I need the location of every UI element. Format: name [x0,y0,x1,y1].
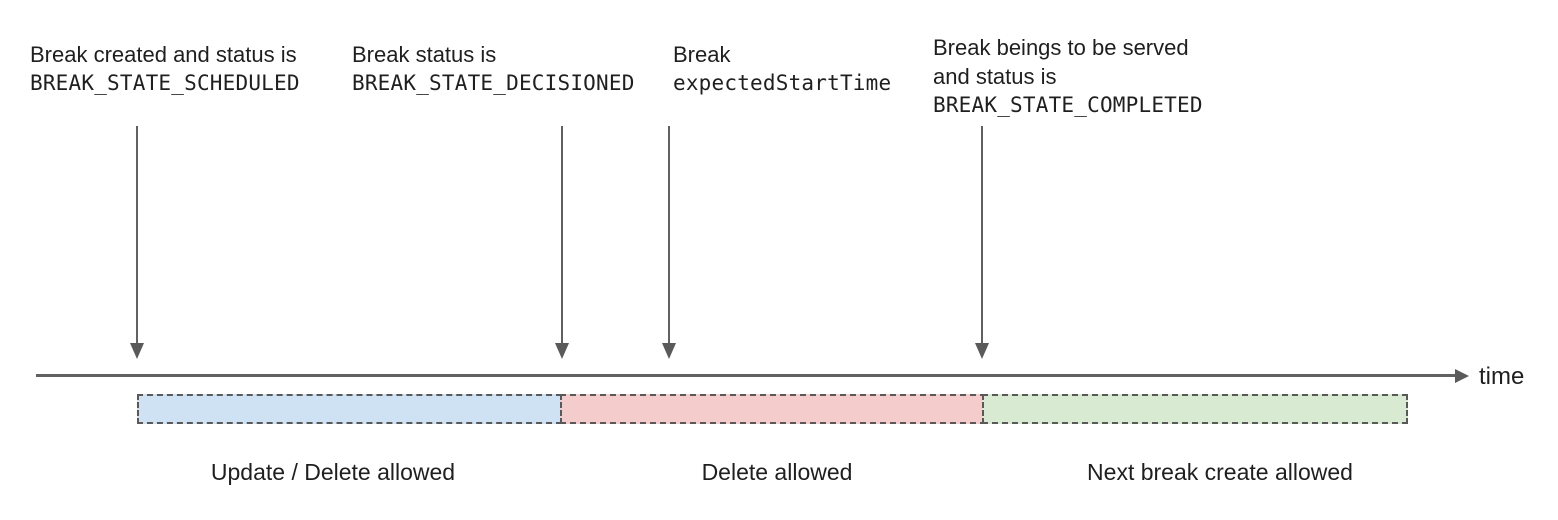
annotation-text: Break created and status is [30,42,297,67]
annotation-expected-start-time: Break expectedStartTime [673,40,891,98]
annotation-state-code: BREAK_STATE_DECISIONED [352,71,635,95]
down-arrow-scheduled [130,126,144,359]
time-axis-arrowhead-icon [1455,369,1469,383]
annotation-break-scheduled: Break created and status is BREAK_STATE_… [30,40,300,98]
arrowhead-icon [130,343,144,359]
down-arrow-expected-start [662,126,676,359]
time-axis-line [36,374,1455,377]
segment-label: Update / Delete allowed [210,459,456,485]
segment-label: Delete allowed [701,459,853,485]
segment-label: Next break create allowed [1087,459,1353,485]
annotation-state-code: BREAK_STATE_COMPLETED [933,93,1203,117]
annotation-field-code: expectedStartTime [673,71,892,95]
down-arrow-decisioned [555,126,569,359]
segment-delete-allowed [560,394,986,424]
arrowhead-icon [555,343,569,359]
annotation-text: Break [673,42,731,67]
arrowhead-icon [662,343,676,359]
annotation-state-code: BREAK_STATE_SCHEDULED [30,71,300,95]
annotation-text: and status is [933,64,1057,89]
annotation-break-decisioned: Break status is BREAK_STATE_DECISIONED [352,40,635,98]
annotation-text: Break beings to be served [933,35,1189,60]
annotation-break-completed: Break beings to be served and status is … [933,33,1203,120]
segment-next-break-create-allowed [982,394,1408,424]
time-axis-label: time [1479,363,1525,390]
arrowhead-icon [975,343,989,359]
segment-update-delete-allowed [137,394,562,424]
annotation-text: Break status is [352,42,497,67]
down-arrow-completed [975,126,989,359]
